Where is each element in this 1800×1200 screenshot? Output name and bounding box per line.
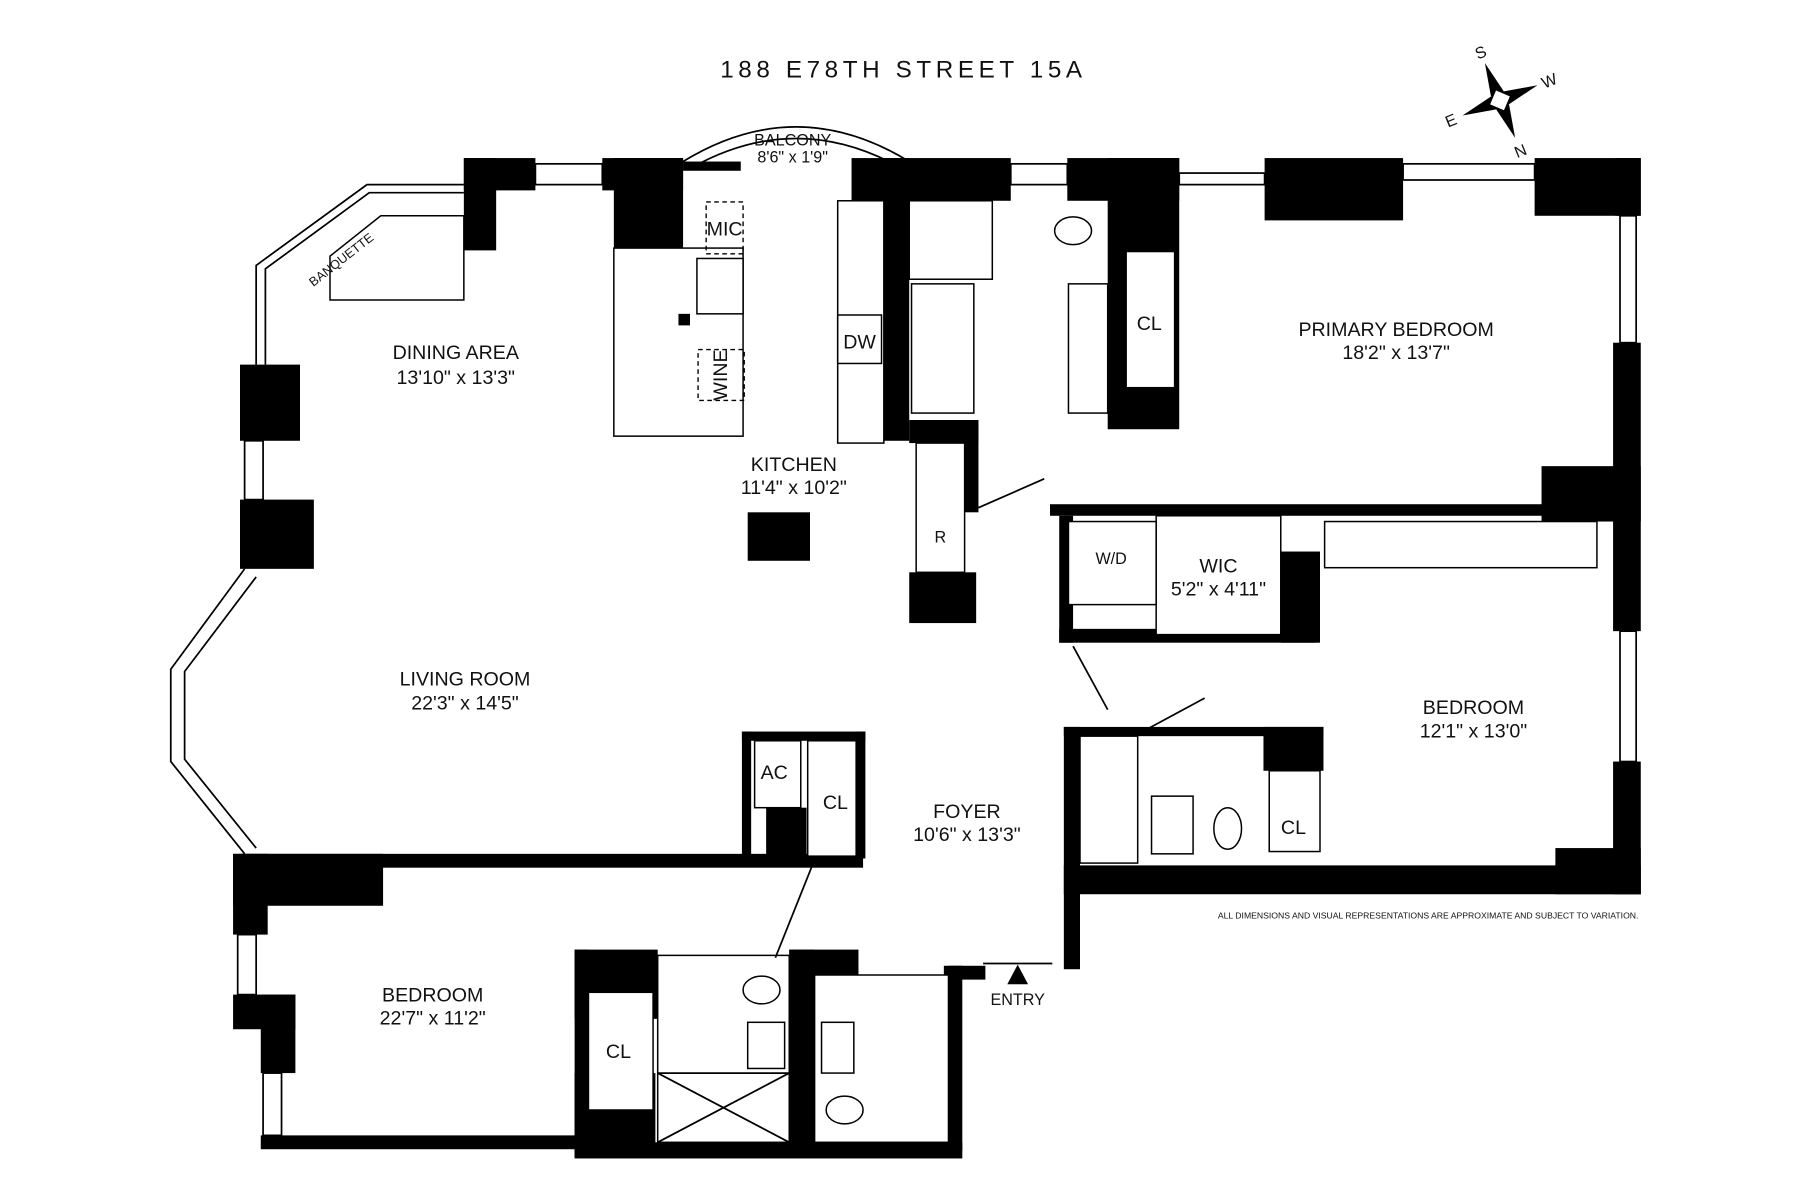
balcony-dims: 8'6" x 1'9" (757, 149, 828, 167)
compass-west: W (1539, 70, 1561, 93)
outlines (169, 126, 1638, 1144)
compass-south: S (1472, 43, 1489, 64)
kitchen-name: KITCHEN (751, 454, 837, 476)
disclaimer: ALL DIMENSIONS AND VISUAL REPRESENTATION… (1218, 910, 1639, 920)
kitchen-dims: 11'4" x 10'2" (741, 477, 847, 499)
compass-icon: S N E W (1443, 43, 1561, 162)
bedroom2-name: BEDROOM (1423, 697, 1524, 719)
bedroom3-name: BEDROOM (382, 985, 483, 1007)
wic-dims: 5'2" x 4'11" (1171, 578, 1266, 600)
compass-north: N (1512, 141, 1530, 162)
plan-title: 188 E78TH STREET 15A (720, 56, 1086, 83)
living-room-dims: 22'3" x 14'5" (411, 693, 519, 715)
living-room-name: LIVING ROOM (400, 668, 531, 690)
bedroom2-dims: 12'1" x 13'0" (1420, 720, 1528, 742)
foyer-name: FOYER (933, 801, 1001, 823)
refrigerator-label: R (935, 528, 947, 546)
ac-label: AC (761, 762, 788, 784)
hall-closet-label: CL (823, 792, 848, 814)
dw-label: DW (843, 331, 876, 353)
washer-dryer-label: W/D (1095, 550, 1126, 568)
bedroom3-closet-label: CL (606, 1041, 631, 1063)
bedroom2-closet-label: CL (1281, 817, 1306, 839)
entry-label: ENTRY (990, 991, 1045, 1009)
primary-bedroom-dims: 18'2" x 13'7" (1342, 342, 1450, 364)
mic-label: MIC (707, 218, 743, 240)
foyer-dims: 10'6" x 13'3" (913, 824, 1021, 846)
primary-closet-label: CL (1137, 313, 1162, 335)
balcony-name: BALCONY (754, 131, 831, 149)
bedroom3-dims: 22'7" x 11'2" (380, 1008, 486, 1030)
dining-dims: 13'10" x 13'3" (397, 367, 515, 389)
wic-name: WIC (1199, 555, 1237, 577)
wine-label: WINE (710, 349, 732, 400)
primary-bedroom-name: PRIMARY BEDROOM (1298, 319, 1493, 341)
dining-name: DINING AREA (393, 342, 520, 364)
compass-east: E (1443, 111, 1460, 132)
entry-arrow-icon (1007, 964, 1029, 985)
walls (233, 158, 1641, 1159)
